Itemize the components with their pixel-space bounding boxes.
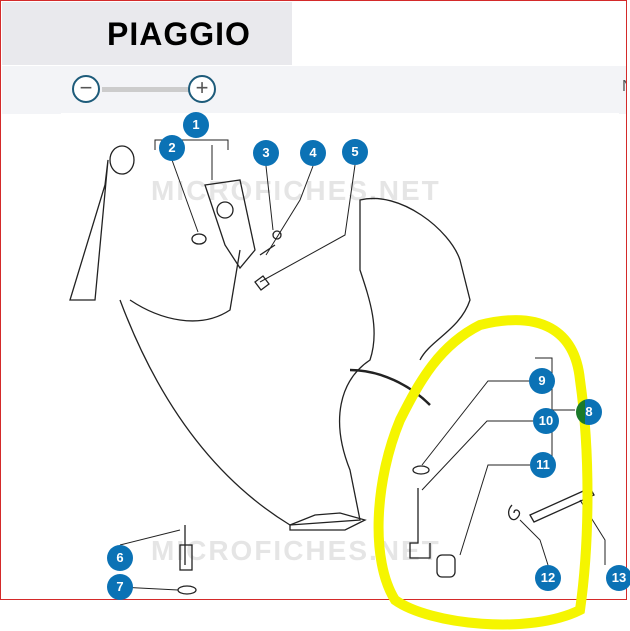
callout-8[interactable]: 8 [576, 399, 602, 425]
callout-7[interactable]: 7 [107, 574, 133, 600]
page-frame: PIAGGIO − + N MICROFICHES.NET MICROFICHE… [0, 0, 627, 600]
yellow-highlight [373, 315, 593, 630]
zoom-out-button[interactable]: − [72, 75, 100, 103]
callout-6[interactable]: 6 [107, 545, 133, 571]
callout-13[interactable]: 13 [606, 565, 630, 591]
callout-9[interactable]: 9 [529, 368, 555, 394]
leader-lines [119, 139, 606, 591]
callout-1[interactable]: 1 [183, 112, 209, 138]
callout-2[interactable]: 2 [159, 135, 185, 161]
truncated-text: N [622, 78, 626, 96]
zoom-slider-track[interactable] [102, 87, 192, 92]
callout-3[interactable]: 3 [253, 140, 279, 166]
zoom-toolbar: − + N [2, 66, 626, 114]
callout-12[interactable]: 12 [535, 565, 561, 591]
callout-10[interactable]: 10 [533, 408, 559, 434]
callout-4[interactable]: 4 [300, 140, 326, 166]
zoom-in-button[interactable]: + [188, 75, 216, 103]
watermark: MICROFICHES.NET [151, 535, 441, 566]
callout-11[interactable]: 11 [530, 452, 556, 478]
fuel-tank-drawing [69, 145, 595, 595]
piaggio-logo: PIAGGIO [107, 16, 251, 52]
brand-header: PIAGGIO [2, 2, 292, 65]
callout-5[interactable]: 5 [342, 139, 368, 165]
